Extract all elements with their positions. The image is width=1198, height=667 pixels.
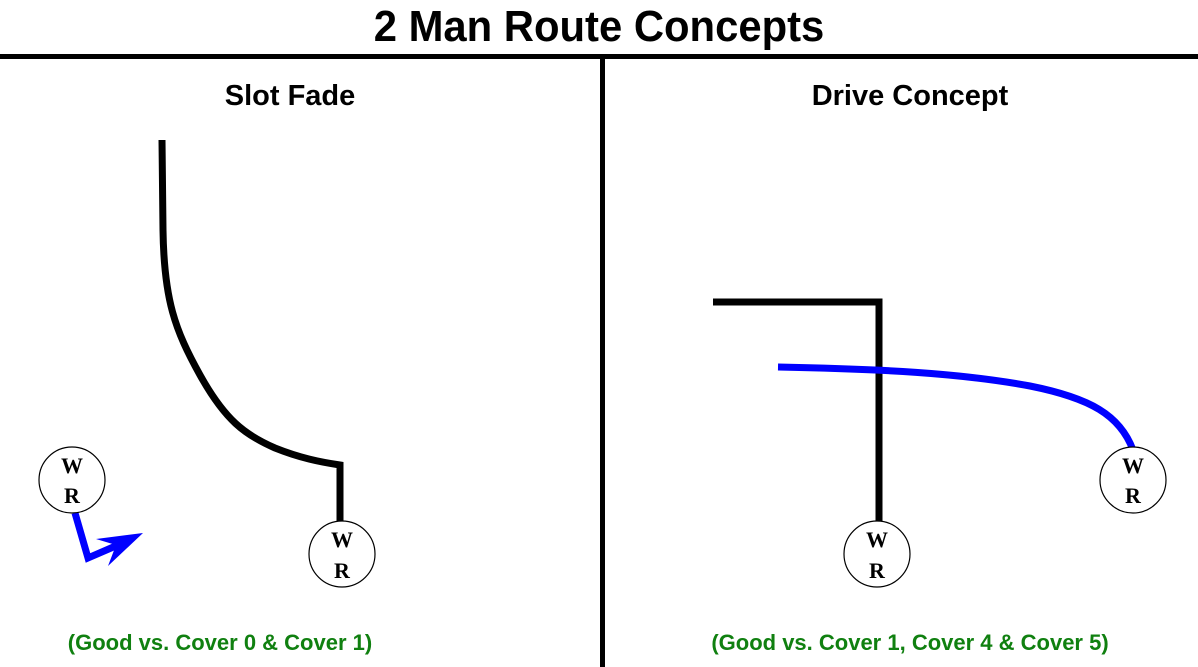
player-label-top: W <box>331 527 353 552</box>
player-label-bottom: R <box>869 558 886 583</box>
slot-fade-blue-route <box>71 512 120 563</box>
player-wr-slot-right: W R <box>308 520 376 588</box>
player-label-bottom: R <box>1125 483 1142 508</box>
panel-title-slot-fade: Slot Fade <box>224 80 356 112</box>
slot-fade-blue-arrowhead <box>96 533 143 566</box>
player-wr-slot-left: W R <box>38 446 106 514</box>
player-wr-drive-right: W R <box>1099 446 1167 514</box>
drive-blue-route <box>777 363 1137 452</box>
panel-divider <box>600 57 605 667</box>
player-wr-drive-left: W R <box>843 520 911 588</box>
player-label-top: W <box>61 453 83 478</box>
panel-title-drive-concept: Drive Concept <box>811 80 1009 112</box>
player-label-bottom: R <box>334 558 351 583</box>
player-label-bottom: R <box>64 483 81 508</box>
drive-black-route <box>713 298 883 522</box>
drive-concept-caption: (Good vs. Cover 1, Cover 4 & Cover 5) <box>711 630 1109 655</box>
player-label-top: W <box>866 527 888 552</box>
page-title: 2 Man Route Concepts <box>373 2 825 51</box>
slot-fade-caption: (Good vs. Cover 0 & Cover 1) <box>67 630 373 655</box>
player-label-top: W <box>1122 453 1144 478</box>
title-divider <box>0 54 1198 59</box>
slot-fade-black-route <box>158 139 344 522</box>
